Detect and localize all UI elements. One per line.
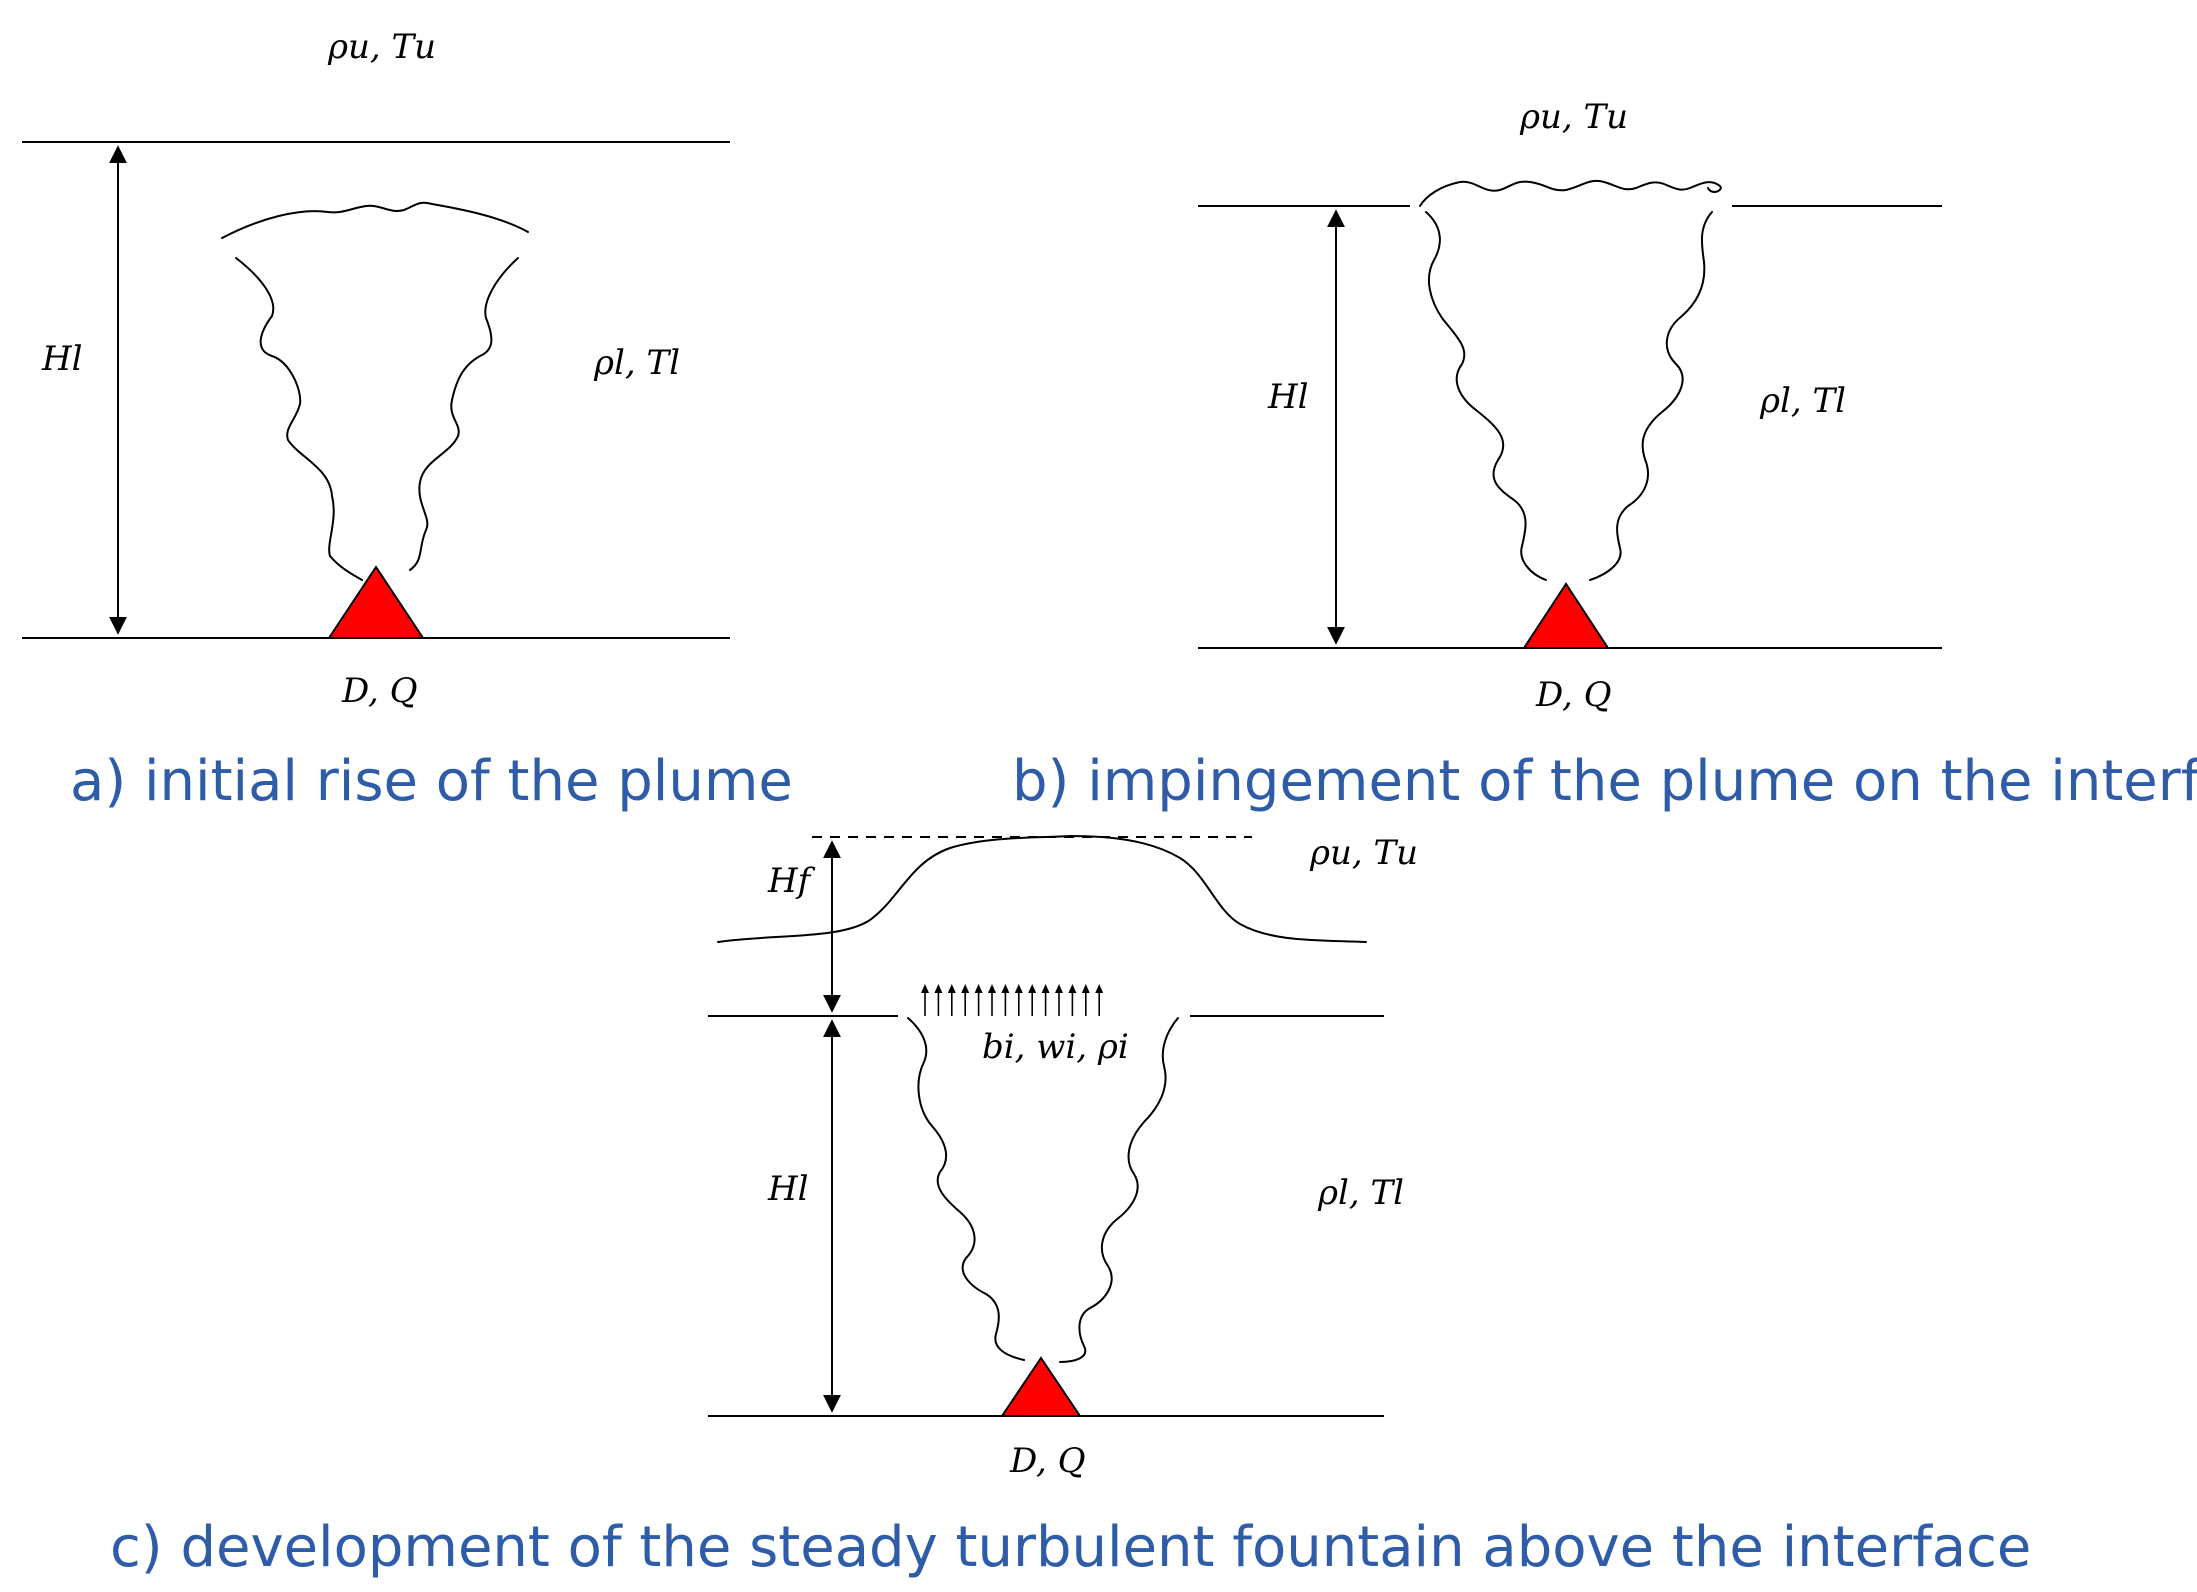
panel-a-caption: a) initial rise of the plume (70, 749, 793, 814)
flux-arrowhead (1014, 984, 1023, 993)
panel-a-source-label: D, Q (341, 671, 418, 711)
flux-arrowhead (1095, 984, 1104, 993)
panel-a-height-label: Hl (41, 339, 83, 379)
panel-c-plume-left (907, 1017, 1025, 1361)
panel-b-lower-label: ρl, Tl (1759, 381, 1846, 421)
flux-arrowhead (1041, 984, 1050, 993)
panel-c-plume-right (1059, 1017, 1179, 1363)
panel-b-upper-label: ρu, Tu (1519, 97, 1628, 137)
panel-a-lower-label: ρl, Tl (593, 343, 680, 383)
panel-b-source (1522, 582, 1610, 649)
panel-c-height-label: Hl (767, 1169, 809, 1209)
panel-b-caption: b) impingement of the plume on the inter… (1012, 749, 2197, 814)
panel-a-upper-label: ρu, Tu (327, 27, 436, 67)
flux-arrowhead (974, 984, 983, 993)
panel-b-source-label: D, Q (1535, 675, 1612, 715)
panel-b-plume-left (1425, 211, 1547, 581)
panel-c-source (1000, 1356, 1082, 1417)
flux-arrowhead (1068, 984, 1077, 993)
panel-c-upper-label: ρu, Tu (1309, 833, 1418, 873)
panel-b-height-label: Hl (1267, 377, 1309, 417)
flux-arrowhead (988, 984, 996, 993)
panel-b: ρu, Tu Hl ρl, Tl D, Q b) impingement of … (1012, 97, 2197, 814)
panel-c-source-label: D, Q (1009, 1441, 1086, 1481)
panel-c-lower-label: ρl, Tl (1317, 1173, 1404, 1213)
flux-arrowhead (921, 984, 929, 993)
panel-a-source (327, 565, 425, 639)
panel-c-flux-arrows (921, 984, 1104, 1016)
panel-a-plume-cap (221, 201, 529, 239)
flux-arrowhead (934, 984, 943, 993)
panel-c-caption: c) development of the steady turbulent f… (110, 1515, 2031, 1580)
flux-arrowhead (961, 984, 970, 993)
panel-c: ρu, Tu Hf bi, wi, ρi Hl ρl, Tl D, Q c) d… (110, 833, 2031, 1580)
panel-a: ρu, Tu Hl ρl, Tl D, Q a) initial rise of… (22, 27, 793, 814)
panel-b-plume-right (1589, 211, 1713, 581)
flux-arrowhead (1055, 984, 1063, 993)
flux-arrowhead (1081, 984, 1090, 993)
panel-c-fountain-dome (717, 834, 1367, 943)
panel-c-fountain-label: Hf (767, 861, 816, 901)
flux-arrowhead (1001, 984, 1010, 993)
flux-arrowhead (1028, 984, 1037, 993)
panel-a-plume-right (409, 257, 519, 571)
panel-c-interface-label: bi, wi, ρi (982, 1027, 1129, 1067)
panel-a-plume-left (235, 257, 363, 581)
flux-arrowhead (947, 984, 956, 993)
panel-b-plume-cap (1419, 180, 1722, 207)
